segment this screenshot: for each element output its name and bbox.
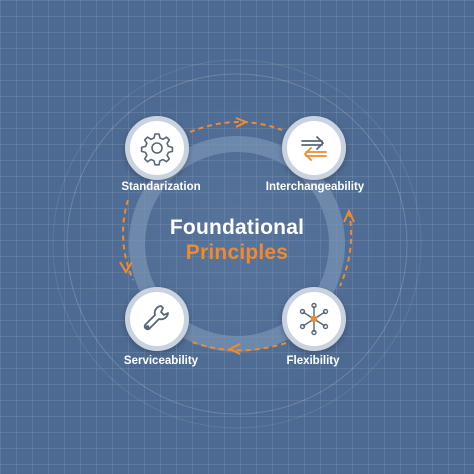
- label-standarization: Standarization: [121, 181, 201, 193]
- title-line-2: Principles: [185, 241, 289, 264]
- outer-ring: [66, 73, 408, 415]
- network-node-icon: [299, 302, 329, 336]
- connector-top: [189, 121, 283, 133]
- inner-ring: [129, 136, 345, 352]
- arrow-head-top: [235, 117, 249, 128]
- node-interchangeability: [282, 116, 346, 180]
- arrow-head-bottom: [227, 343, 241, 355]
- arrow-head-left: [119, 261, 133, 274]
- arrows-exchange-icon: [301, 136, 327, 161]
- wrench-icon: [143, 305, 169, 331]
- node-flexibility: [282, 287, 346, 351]
- node-standarization: [125, 116, 189, 180]
- label-serviceability: Serviceability: [123, 355, 199, 367]
- label-flexibility: Flexibility: [286, 355, 340, 367]
- label-interchangeability: Interchangeability: [265, 181, 365, 193]
- gear-icon: [140, 133, 174, 166]
- connector-left: [122, 199, 134, 281]
- connector-bottom: [191, 341, 287, 352]
- arrow-head-right: [343, 208, 355, 223]
- title-line-1: Foundational: [169, 216, 305, 239]
- connector-right: [339, 211, 353, 287]
- outer-ring-2: [52, 59, 422, 429]
- node-serviceability: [125, 287, 189, 351]
